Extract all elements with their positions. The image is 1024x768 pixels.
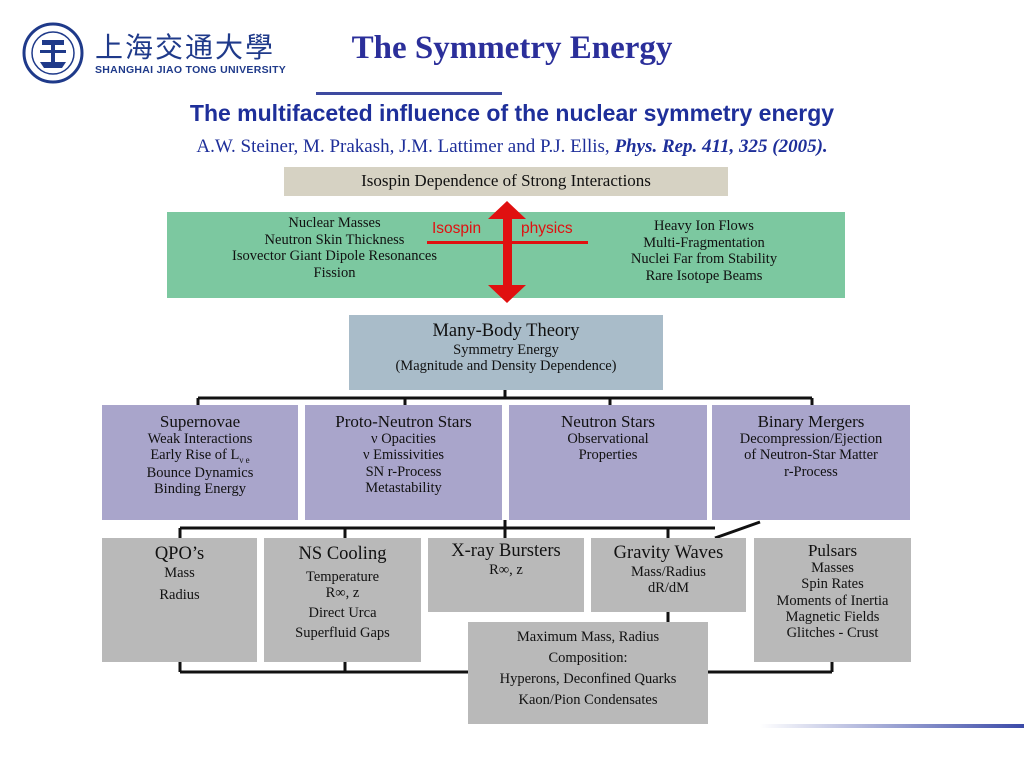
green-left-list: Nuclear Masses Neutron Skin Thickness Is… xyxy=(187,215,482,282)
box-binary-mergers: Binary Mergers Decompression/Ejection of… xyxy=(712,405,910,520)
arrow-label-physics: physics xyxy=(521,220,573,237)
many-body-line: Symmetry Energy xyxy=(453,341,559,358)
proto-neutron-line: ν Opacities xyxy=(371,431,436,448)
gravity-waves-title: Gravity Waves xyxy=(613,543,724,563)
box-many-body-theory: Many-Body Theory Symmetry Energy (Magnit… xyxy=(349,315,663,390)
proto-neutron-line: Metastability xyxy=(365,479,442,496)
green-right-item: Rare Isotope Beams xyxy=(645,268,763,285)
green-left-item: Neutron Skin Thickness xyxy=(264,231,405,248)
maximum-mass-line: Composition: xyxy=(548,650,628,667)
box-pulsars: Pulsars Masses Spin Rates Moments of Ine… xyxy=(754,538,911,662)
box-isospin-dependence: Isospin Dependence of Strong Interaction… xyxy=(284,167,728,196)
green-right-item: Heavy Ion Flows xyxy=(654,218,754,234)
title-underline xyxy=(316,92,502,95)
green-right-item: Nuclei Far from Stability xyxy=(630,251,778,268)
supernovae-line: Early Rise of Lν e xyxy=(102,447,298,465)
university-name-cn: 上海交通大學 xyxy=(95,31,276,64)
binary-mergers-title: Binary Mergers xyxy=(757,412,865,431)
xray-bursters-line: R∞, z xyxy=(489,561,523,578)
qpos-line: Mass xyxy=(164,564,195,581)
box-neutron-stars: Neutron Stars Observational Properties xyxy=(509,405,707,520)
footer-rule xyxy=(760,724,1024,728)
neutron-stars-line: Observational xyxy=(567,431,649,448)
binary-mergers-line: Decompression/Ejection xyxy=(739,431,883,448)
pulsars-title: Pulsars xyxy=(807,541,858,560)
box-gravity-waves: Gravity Waves Mass/Radius dR/dM xyxy=(591,538,746,612)
pulsars-line: Moments of Inertia xyxy=(776,592,889,609)
green-right-item: Multi-Fragmentation xyxy=(643,234,765,251)
supernovae-line: Binding Energy xyxy=(154,481,246,498)
many-body-line: (Magnitude and Density Dependence) xyxy=(395,357,617,374)
box-ns-cooling: NS Cooling Temperature R∞, z Direct Urca… xyxy=(264,538,421,662)
maximum-mass-line: Hyperons, Deconfined Quarks xyxy=(499,671,677,688)
arrow-label-isospin: Isospin xyxy=(432,220,482,237)
maximum-mass-line: Maximum Mass, Radius xyxy=(516,629,660,645)
qpos-title: QPO’s xyxy=(154,544,205,564)
pulsars-line: Glitches - Crust xyxy=(786,624,879,641)
gravity-waves-line: dR/dM xyxy=(647,579,690,596)
ns-cooling-line: Direct Urca xyxy=(308,605,377,622)
pulsars-line: Spin Rates xyxy=(801,576,864,593)
green-left-item: Nuclear Masses xyxy=(288,215,381,231)
supernovae-line: Bounce Dynamics xyxy=(146,465,254,482)
pulsars-line: Magnetic Fields xyxy=(785,608,880,625)
citation: A.W. Steiner, M. Prakash, J.M. Lattimer … xyxy=(0,136,1024,158)
ns-cooling-title: NS Cooling xyxy=(298,544,387,564)
green-left-item: Fission xyxy=(313,265,356,282)
many-body-title: Many-Body Theory xyxy=(432,321,580,341)
box-proto-neutron-stars: Proto-Neutron Stars ν Opacities ν Emissi… xyxy=(305,405,502,520)
ns-cooling-line: Superfluid Gaps xyxy=(295,625,390,642)
binary-mergers-line: r-Process xyxy=(784,463,838,480)
box-supernovae: Supernovae Weak Interactions Early Rise … xyxy=(102,405,298,520)
citation-authors: A.W. Steiner, M. Prakash, J.M. Lattimer … xyxy=(196,136,610,157)
binary-mergers-line: of Neutron-Star Matter xyxy=(744,447,878,464)
page-title: The Symmetry Energy xyxy=(351,30,673,66)
qpos-line: Radius xyxy=(159,586,200,603)
supernovae-line: Weak Interactions xyxy=(147,431,253,448)
ns-cooling-line: Temperature xyxy=(305,568,380,585)
neutron-stars-line: Properties xyxy=(578,447,638,464)
university-name-en: SHANGHAI JIAO TONG UNIVERSITY xyxy=(95,64,287,76)
ns-cooling-line: R∞, z xyxy=(325,584,360,601)
supernovae-subscript: ν e xyxy=(239,455,250,466)
proto-neutron-line: ν Emissivities xyxy=(362,447,445,464)
box-isospin-dependence-label: Isospin Dependence of Strong Interaction… xyxy=(361,171,651,190)
box-maximum-mass: Maximum Mass, Radius Composition: Hypero… xyxy=(468,622,708,724)
supernovae-title: Supernovae xyxy=(159,412,241,431)
proto-neutron-line: SN r-Process xyxy=(365,463,442,480)
maximum-mass-line: Kaon/Pion Condensates xyxy=(518,692,658,709)
green-right-list: Heavy Ion Flows Multi-Fragmentation Nucl… xyxy=(579,218,829,285)
xray-bursters-title: X-ray Bursters xyxy=(451,541,561,561)
green-left-item: Isovector Giant Dipole Resonances xyxy=(232,248,437,265)
gravity-waves-line: Mass/Radius xyxy=(631,563,706,580)
box-xray-bursters: X-ray Bursters R∞, z xyxy=(428,538,584,612)
citation-journal: Phys. Rep. 411, 325 (2005). xyxy=(614,136,828,157)
proto-neutron-title: Proto-Neutron Stars xyxy=(335,412,472,431)
box-qpos: QPO’s Mass Radius xyxy=(102,538,257,662)
pulsars-line: Masses xyxy=(811,560,854,577)
neutron-stars-title: Neutron Stars xyxy=(561,412,655,431)
page-subtitle: The multifaceted influence of the nuclea… xyxy=(189,100,835,126)
supernovae-early-rise: Early Rise of L xyxy=(150,447,240,464)
university-logo xyxy=(22,22,84,84)
